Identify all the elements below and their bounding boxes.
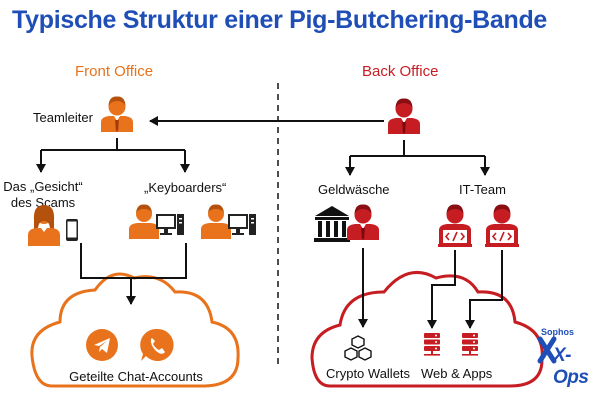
- telegram-icon: [86, 329, 118, 361]
- smartphone-icon: [66, 219, 78, 241]
- teamleiter-label: Teamleiter: [33, 110, 93, 125]
- it-team-label: IT-Team: [459, 182, 506, 197]
- keyboarders-label: „Keyboarders“: [144, 180, 227, 195]
- brand-line1: Sophos: [541, 327, 574, 337]
- face-of-scam-line1: Das „Gesicht“: [3, 179, 83, 194]
- face-of-scam-line2: des Scams: [10, 195, 76, 210]
- keyboarder-icon-1: [129, 204, 184, 239]
- geldwaesche-label: Geldwäsche: [318, 182, 390, 197]
- blockchain-icon: [344, 335, 372, 361]
- web-apps-label: Web & Apps: [421, 366, 493, 381]
- it-person-icon-1: [437, 203, 473, 248]
- face-of-scam-icon: [28, 205, 60, 246]
- geldwaesche-person-icon: [347, 204, 379, 240]
- face-of-scam-label: Das „Gesicht“ des Scams: [2, 179, 84, 211]
- whatsapp-icon: [140, 328, 174, 361]
- back-office-label: Back Office: [362, 63, 439, 80]
- keyboarder-icon-2: [201, 204, 256, 239]
- arrow-it-to-web-2: [465, 250, 503, 329]
- brand-line2: X-Ops: [553, 345, 589, 388]
- crypto-wallets-label: Crypto Wallets: [326, 366, 411, 381]
- teamleiter-person-icon: [101, 96, 133, 132]
- it-person-icon-2: [484, 203, 520, 248]
- chat-accounts-label: Geteilte Chat-Accounts: [69, 369, 203, 384]
- diagram-title: Typische Struktur einer Pig-Butchering-B…: [12, 6, 548, 34]
- front-office-label: Front Office: [75, 63, 154, 80]
- bank-icon: [314, 206, 350, 242]
- sophos-xops-logo: [537, 336, 557, 364]
- back-office-leader-icon: [388, 98, 420, 134]
- front-merge-line: [80, 243, 187, 279]
- arrow-it-to-web-1: [427, 250, 456, 329]
